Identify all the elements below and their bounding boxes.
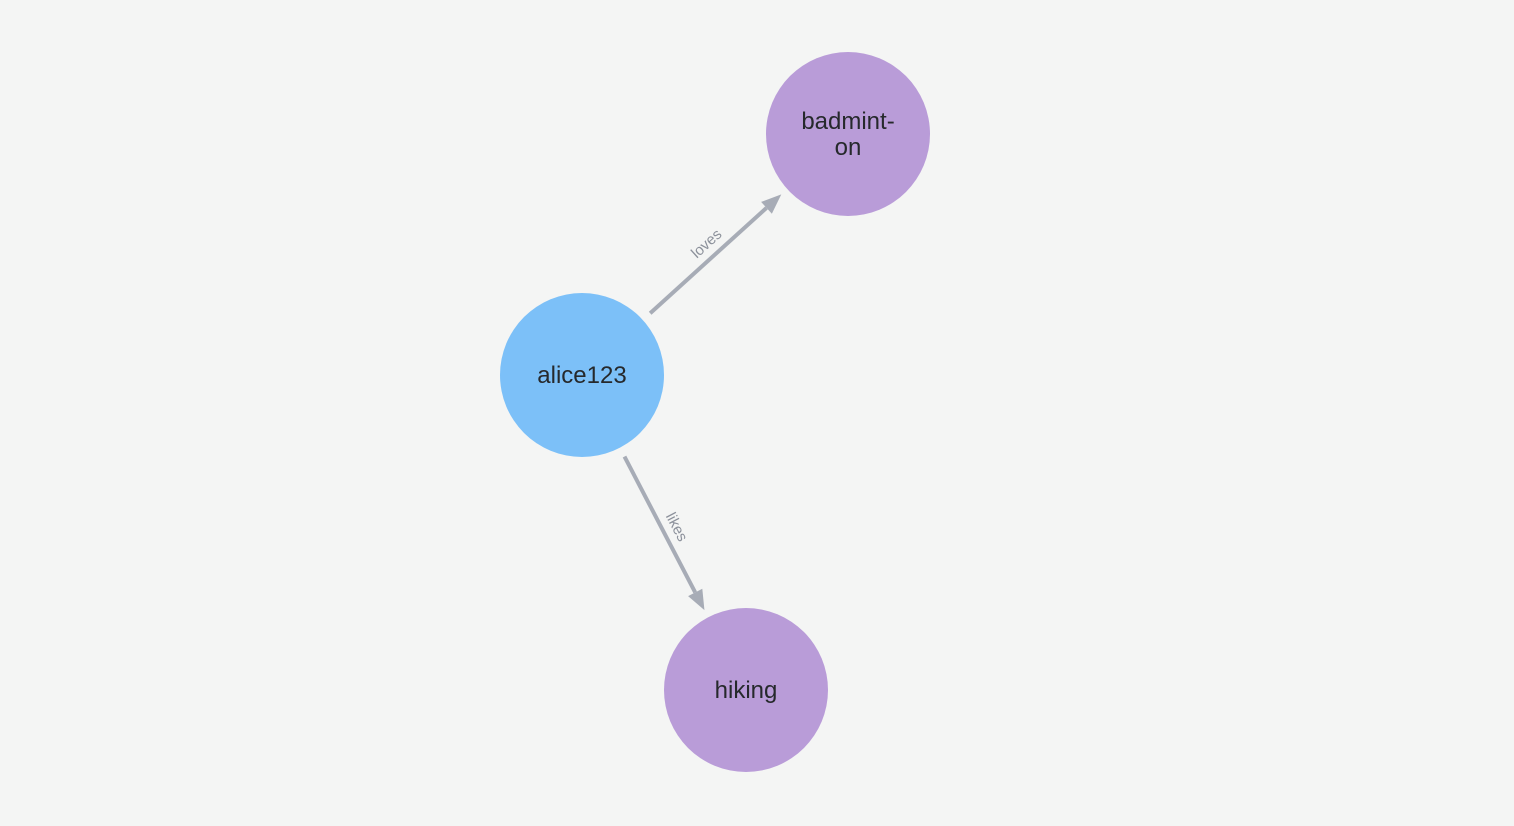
edge-label-loves: loves — [688, 226, 725, 262]
edge-loves[interactable]: loves — [648, 194, 782, 315]
node-circle-alice123[interactable] — [500, 293, 664, 457]
graph-node-alice123[interactable]: alice123 — [500, 293, 664, 457]
arrowhead-icon — [761, 194, 782, 214]
node-circle-hiking[interactable] — [664, 608, 828, 772]
edge-line-likes[interactable] — [622, 455, 697, 594]
graph-node-badminton[interactable]: badmint-on — [766, 52, 930, 216]
node-circle-badminton[interactable] — [766, 52, 930, 216]
edge-likes[interactable]: likes — [622, 455, 705, 611]
graph-node-hiking[interactable]: hiking — [664, 608, 828, 772]
edge-line-loves[interactable] — [648, 206, 768, 315]
arrowhead-icon — [688, 588, 705, 611]
